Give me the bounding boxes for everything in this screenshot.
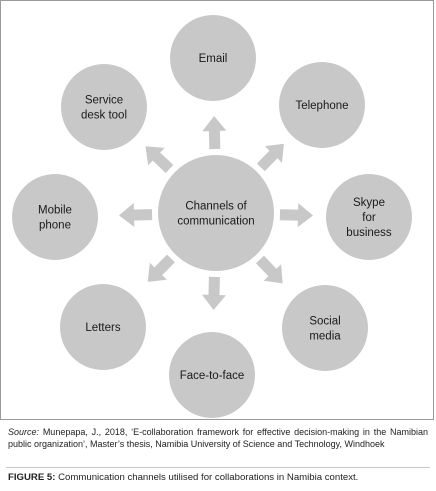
node-email-label-line: Email	[199, 53, 228, 65]
node-mobile-phone: Mobile phone	[12, 174, 98, 260]
arrow-to-service-desk-tool	[145, 146, 174, 173]
node-service-desk-tool-label-line: Service	[85, 95, 123, 107]
source-note: Source: Munepapa, J., 2018, ‘E-collabora…	[8, 426, 428, 451]
center-node: Channels of communication	[158, 155, 274, 271]
arrow-to-letters	[147, 254, 175, 282]
node-face-to-face-label-line: Face-to-face	[180, 370, 245, 382]
node-telephone-circle	[279, 62, 365, 148]
node-skype-label-line: business	[346, 227, 392, 239]
node-telephone: Telephone	[279, 62, 365, 148]
source-label: Source:	[8, 427, 40, 437]
center-node-label-line: communication	[177, 216, 254, 228]
node-email-circle	[170, 15, 256, 101]
node-mobile-phone-circle	[12, 174, 98, 260]
figure-caption: FIGURE 5: Communication channels utilise…	[8, 472, 432, 484]
node-letters-circle	[60, 284, 146, 370]
center-node-label-line: Channels of	[185, 201, 247, 213]
figure-label: FIGURE 5:	[8, 472, 56, 483]
node-skype-circle	[326, 174, 412, 260]
center-node-circle	[158, 155, 274, 271]
node-skype-label-line: Skype	[353, 197, 385, 209]
arrow-to-skype	[279, 203, 313, 228]
arrow-to-face-to-face	[202, 276, 226, 310]
node-letters-label-line: Letters	[85, 322, 120, 334]
caption-divider	[6, 467, 430, 468]
node-skype: Skype for business	[326, 174, 412, 260]
source-text: Munepapa, J., 2018, ‘E-collaboration fra…	[8, 427, 428, 450]
node-face-to-face: Face-to-face	[169, 332, 255, 418]
node-mobile-phone-label-line: phone	[39, 220, 71, 232]
arrow-to-social-media	[256, 255, 283, 284]
channels-diagram: Channels of communication EmailTelephoneSk…	[12, 15, 412, 418]
arrow-to-mobile-phone	[119, 203, 153, 227]
figure-caption-text: Communication channels utilised for coll…	[58, 472, 359, 483]
node-email: Email	[170, 15, 256, 101]
node-letters: Letters	[60, 284, 146, 370]
node-skype-label-line: for	[362, 212, 376, 224]
node-face-to-face-circle	[169, 332, 255, 418]
node-social-media-label-line: media	[309, 331, 341, 343]
arrow-to-telephone	[256, 143, 284, 172]
node-social-media-circle	[282, 285, 368, 371]
node-mobile-phone-label-line: Mobile	[38, 205, 72, 217]
node-service-desk-tool: Service desk tool	[61, 64, 147, 150]
node-social-media-label-line: Social	[309, 316, 340, 328]
arrow-to-email	[202, 116, 227, 150]
node-social-media: Social media	[282, 285, 368, 371]
node-service-desk-tool-label-line: desk tool	[81, 110, 127, 122]
node-service-desk-tool-circle	[61, 64, 147, 150]
node-telephone-label-line: Telephone	[295, 100, 348, 112]
